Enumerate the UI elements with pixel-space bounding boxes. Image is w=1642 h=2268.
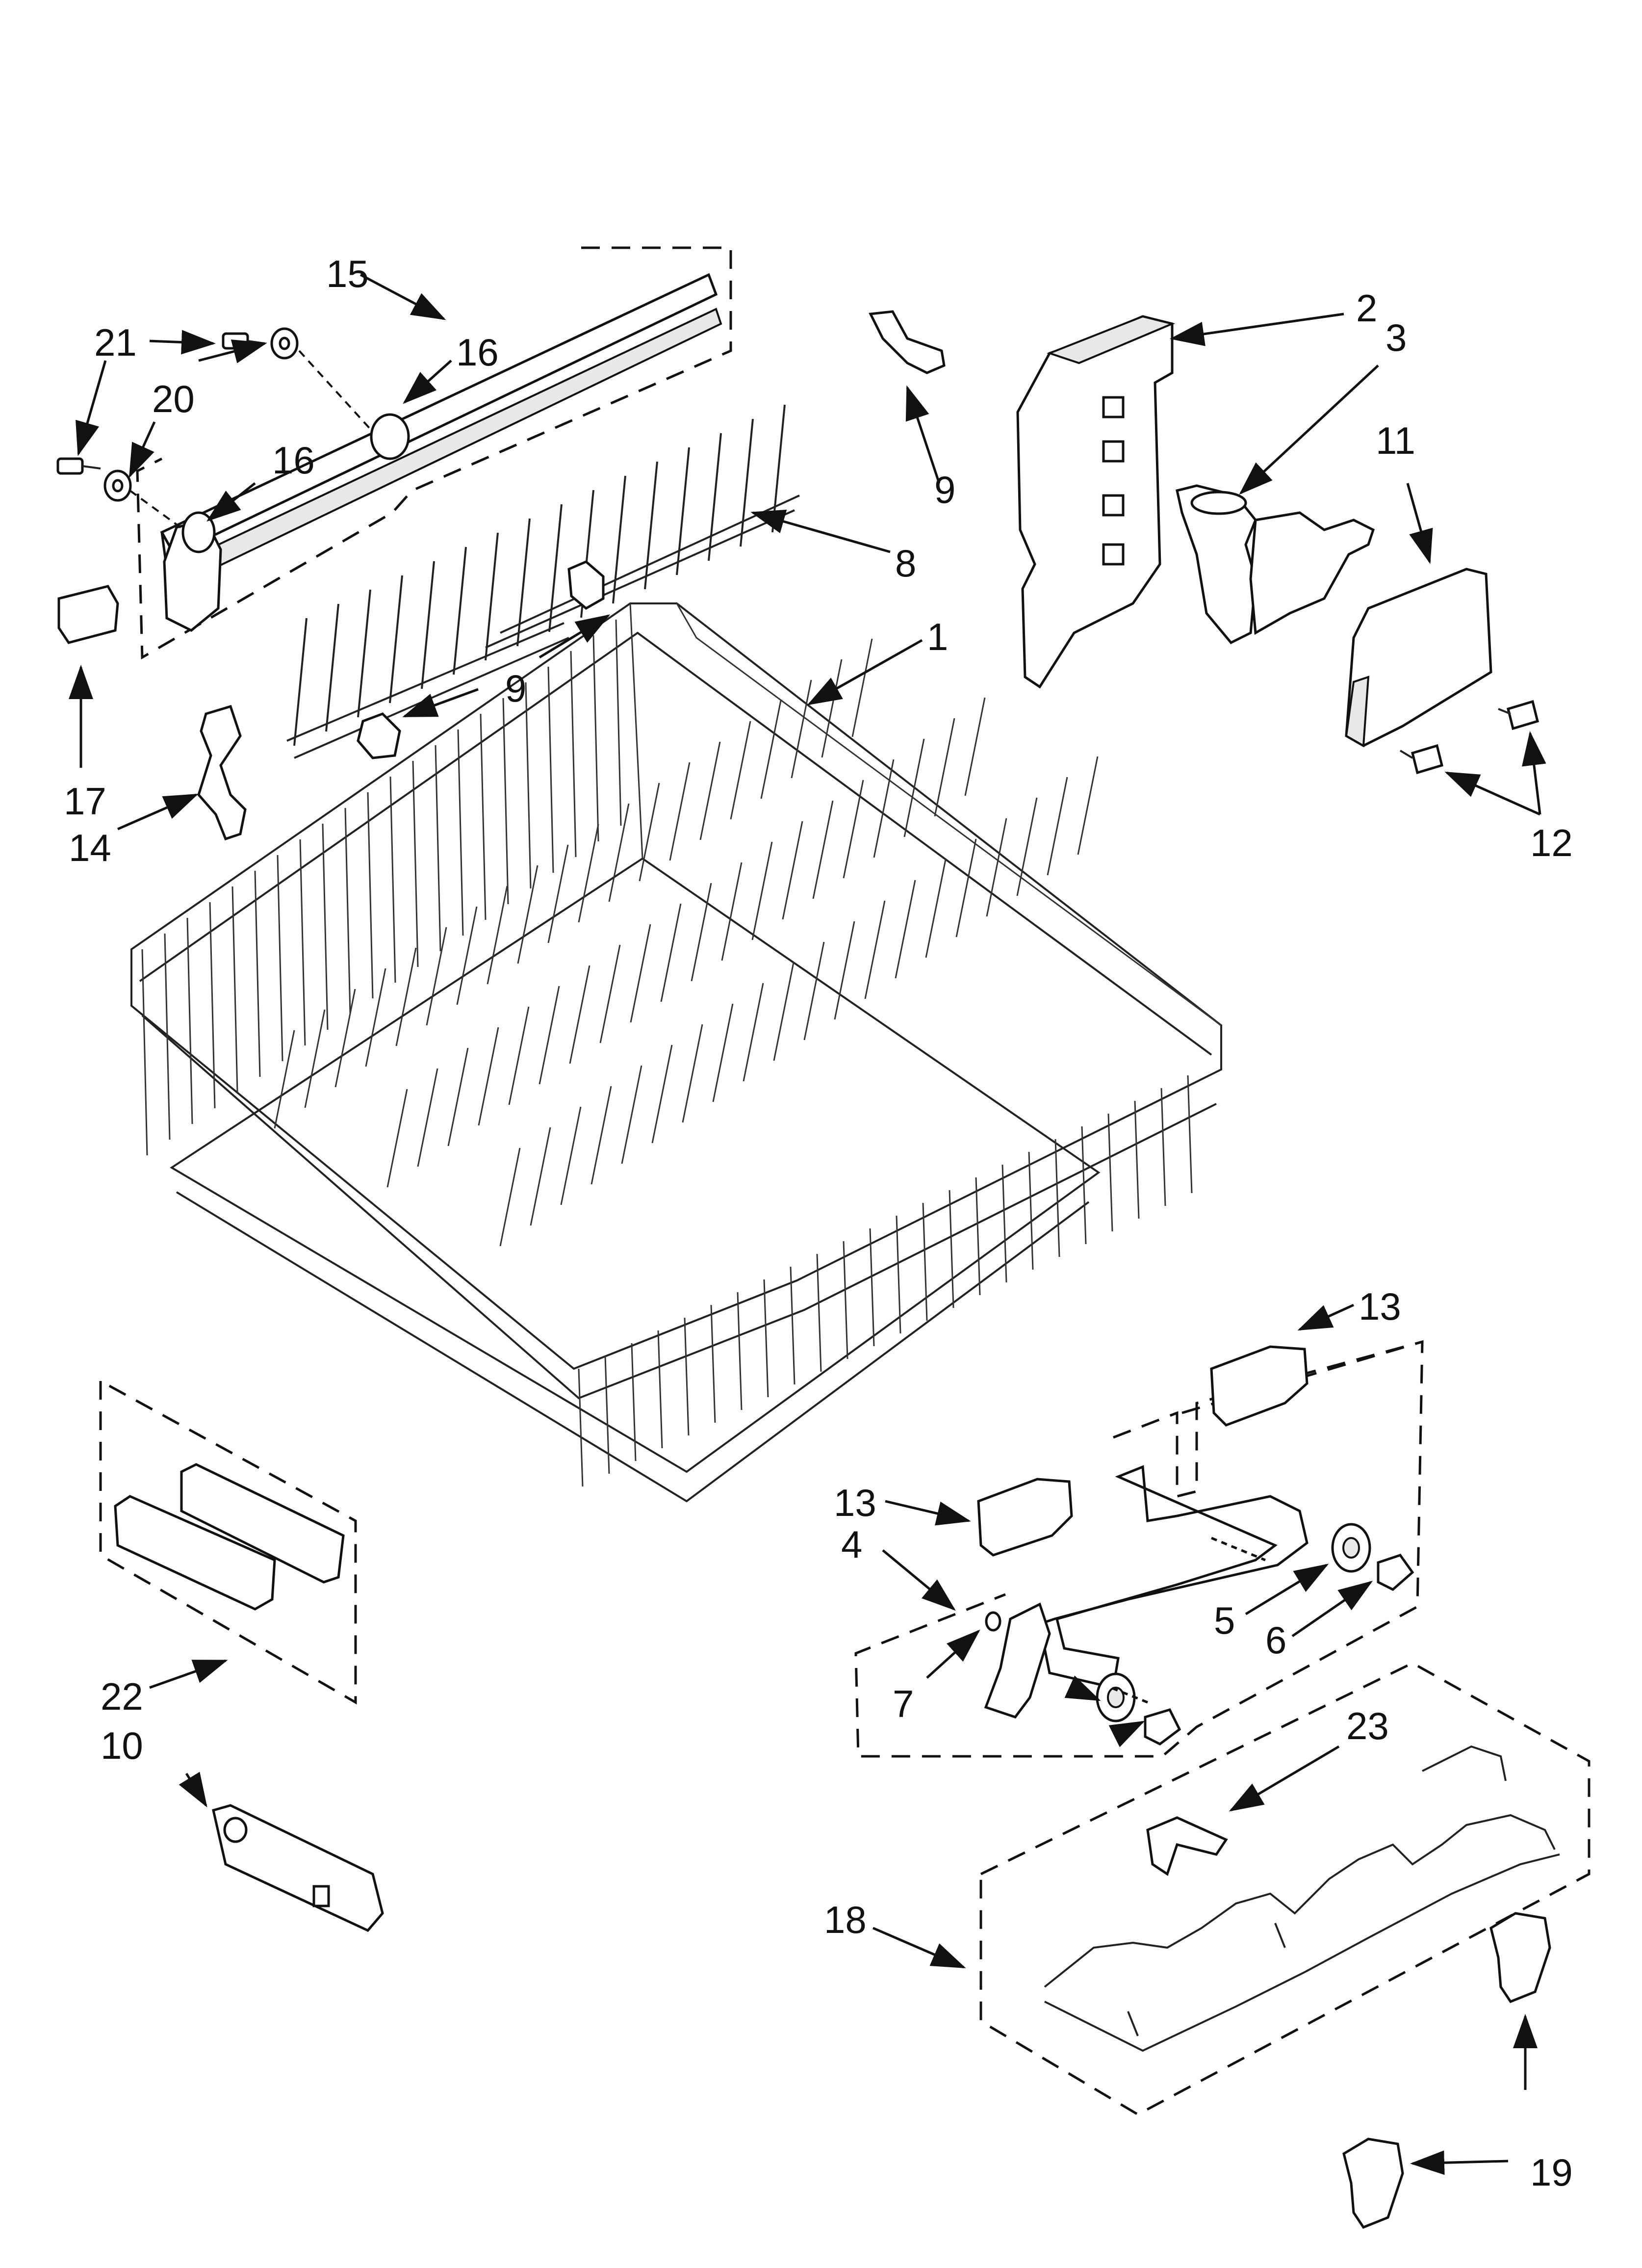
rail-assembly-group — [56, 246, 732, 660]
wheel-5-right — [1331, 1523, 1371, 1573]
callout-13-right: 13 — [1359, 1285, 1401, 1328]
rack-handle-20 — [114, 1463, 345, 1611]
callout-12: 12 — [1530, 821, 1573, 864]
callout-19: 21 — [94, 321, 137, 364]
screw-12-upper — [1498, 700, 1539, 730]
callout-11: 11 — [1376, 419, 1415, 462]
callout-9-mid: 9 — [505, 667, 526, 710]
screw-12-lower — [1399, 744, 1444, 775]
adjuster-housing-2 — [1016, 315, 1176, 689]
callout-20: 22 — [101, 1675, 143, 1718]
tine-clip-9-low — [357, 712, 401, 759]
screw-19-lower — [56, 457, 101, 475]
clip-22-left — [1342, 2138, 1404, 2229]
callout-1: 1 — [927, 615, 948, 658]
callout-21: 18 — [824, 1898, 867, 1941]
wheel-carrier-4 — [984, 1465, 1308, 1719]
callout-7: 7 — [893, 1682, 914, 1725]
callout-5: 5 — [1214, 1599, 1235, 1642]
callout-labels: 15 21 20 16 16 17 14 9 8 9 1 2 3 11 12 1… — [64, 252, 1573, 2194]
clip-13-left — [977, 1478, 1073, 1557]
clip-14 — [197, 704, 247, 841]
tine-clip-9-mid — [567, 560, 605, 610]
callout-10: 10 — [101, 1724, 143, 1767]
wheel-assembly-box — [854, 1340, 1424, 1758]
pin-7 — [985, 1611, 1001, 1632]
tine-clip-9-top — [869, 310, 946, 374]
callout-16-lower: 16 — [272, 439, 315, 482]
callout-15: 15 — [326, 252, 369, 295]
callout-16-upper: 16 — [456, 331, 499, 374]
callout-6: 6 — [1265, 1618, 1286, 1662]
tine-row-upper-8 — [293, 404, 800, 746]
callout-14: 14 — [69, 826, 111, 869]
tub-wire-box — [979, 1662, 1591, 2116]
callout-8: 8 — [895, 542, 916, 585]
axle-6-right — [1377, 1554, 1414, 1591]
clip-23 — [1146, 1816, 1228, 1876]
callout-3: 3 — [1385, 316, 1407, 359]
bracket-10 — [212, 1804, 384, 1932]
callout-17: 17 — [64, 780, 106, 823]
wheel-5-left — [1096, 1672, 1136, 1722]
callout-13-left: 13 — [834, 1481, 876, 1524]
rail-stop-17 — [57, 585, 119, 644]
clip-22-right — [1489, 1912, 1551, 2004]
upper-rack-basket-1 — [130, 602, 1222, 1503]
callout-9-top: 9 — [934, 468, 955, 511]
callout-4: 4 — [841, 1523, 862, 1566]
adjuster-cover-11 — [1345, 568, 1492, 748]
leader-lines — [69, 273, 1546, 2175]
clip-13-right — [1210, 1345, 1308, 1427]
callout-23: 23 — [1346, 1704, 1389, 1747]
adjuster-arm-3 — [1176, 484, 1375, 645]
handle-group-box — [99, 1380, 357, 1705]
axle-6-left — [1144, 1708, 1181, 1746]
tub-wire-21 — [1044, 1745, 1560, 2052]
callout-2: 2 — [1356, 287, 1377, 330]
callout-22: 19 — [1530, 2151, 1573, 2194]
callout-18: 20 — [152, 377, 195, 420]
